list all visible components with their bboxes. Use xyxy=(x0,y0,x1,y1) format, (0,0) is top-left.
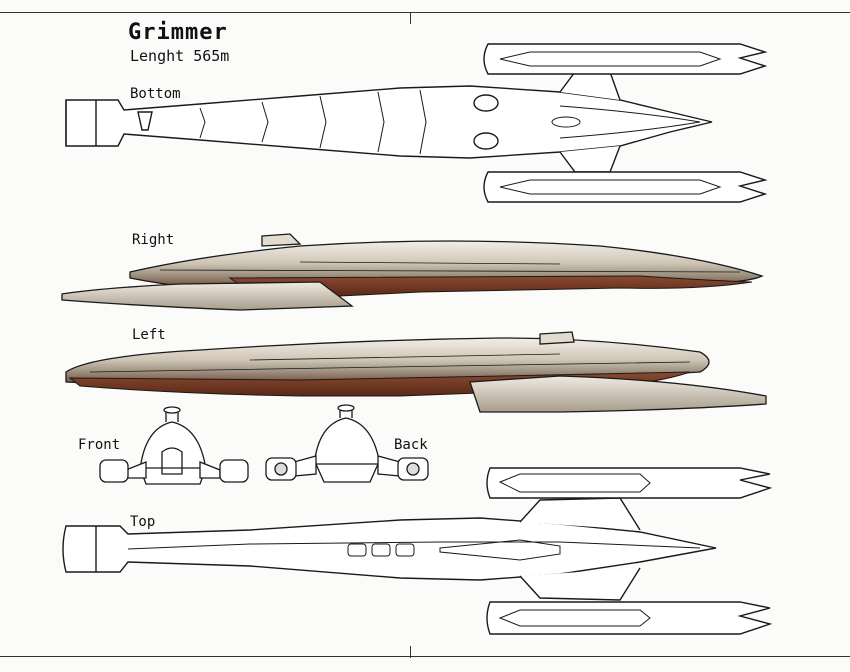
front-arm-left xyxy=(125,461,147,479)
bottom-bow-detail xyxy=(559,105,701,139)
back-view-ship xyxy=(265,404,429,483)
back-body xyxy=(314,463,380,483)
ship-title: Grimmer xyxy=(128,20,228,45)
right-panel-lines xyxy=(159,261,741,273)
top-pylon-lower xyxy=(519,567,641,601)
frame-bottom-line xyxy=(0,656,850,657)
top-spine xyxy=(127,541,701,550)
bottom-center-ellipse xyxy=(551,116,581,128)
bottom-tail-notch xyxy=(137,111,153,131)
bottom-pod-upper-detail xyxy=(499,51,722,67)
left-panel-lines xyxy=(89,353,691,373)
bottom-tail-block xyxy=(65,100,97,146)
back-engine-nozzle-right xyxy=(406,462,420,476)
front-pod-right xyxy=(219,459,249,483)
right-lower-pod xyxy=(61,281,354,311)
front-body xyxy=(139,467,207,485)
ship-length: Lenght 565m xyxy=(130,47,230,65)
frame-bottom-tick xyxy=(410,646,411,658)
right-view-ship xyxy=(61,233,764,311)
front-pod-left xyxy=(99,459,129,483)
top-bridge xyxy=(439,539,561,561)
left-superstructure xyxy=(539,331,575,345)
view-label-bottom: Bottom xyxy=(130,86,181,102)
top-pod-lower-detail xyxy=(498,609,651,627)
top-pod-lower xyxy=(486,601,773,635)
top-pod-upper-detail xyxy=(498,473,651,493)
back-arm-right xyxy=(377,455,401,477)
bottom-pod-upper xyxy=(483,43,768,75)
back-arm-left xyxy=(293,455,317,477)
front-arm-right xyxy=(199,461,221,479)
top-pylon-upper xyxy=(519,497,641,531)
top-pod-upper xyxy=(486,467,773,499)
front-cockpit xyxy=(161,447,183,475)
left-view-ship xyxy=(65,331,767,413)
bottom-hull-segments xyxy=(199,89,427,155)
bottom-view-ship xyxy=(65,43,768,203)
left-lower-pod xyxy=(469,375,767,413)
top-view-ship xyxy=(62,467,773,635)
frame-top-line xyxy=(0,12,850,13)
frame-top-tick xyxy=(410,12,411,24)
bottom-pod-lower xyxy=(483,171,768,203)
back-engine-nozzle-left xyxy=(274,462,288,476)
back-mast-cap xyxy=(337,404,355,412)
view-label-front: Front xyxy=(78,437,121,453)
front-dome xyxy=(139,421,207,471)
view-label-right: Right xyxy=(132,232,175,248)
bottom-engine-port-1 xyxy=(473,94,499,112)
top-hatch-1 xyxy=(347,543,367,557)
bottom-main-hull xyxy=(65,85,713,159)
top-hatch-3 xyxy=(395,543,415,557)
top-hatch-2 xyxy=(371,543,391,557)
view-label-left: Left xyxy=(132,327,166,343)
right-superstructure xyxy=(261,233,302,247)
view-label-back: Back xyxy=(394,437,428,453)
bottom-engine-port-2 xyxy=(473,132,499,150)
right-keel xyxy=(228,275,753,297)
front-mast-cap xyxy=(163,406,181,414)
front-view-ship xyxy=(99,406,249,485)
back-dome xyxy=(313,417,381,467)
bottom-pod-lower-detail xyxy=(499,179,722,195)
view-label-top: Top xyxy=(130,514,156,530)
